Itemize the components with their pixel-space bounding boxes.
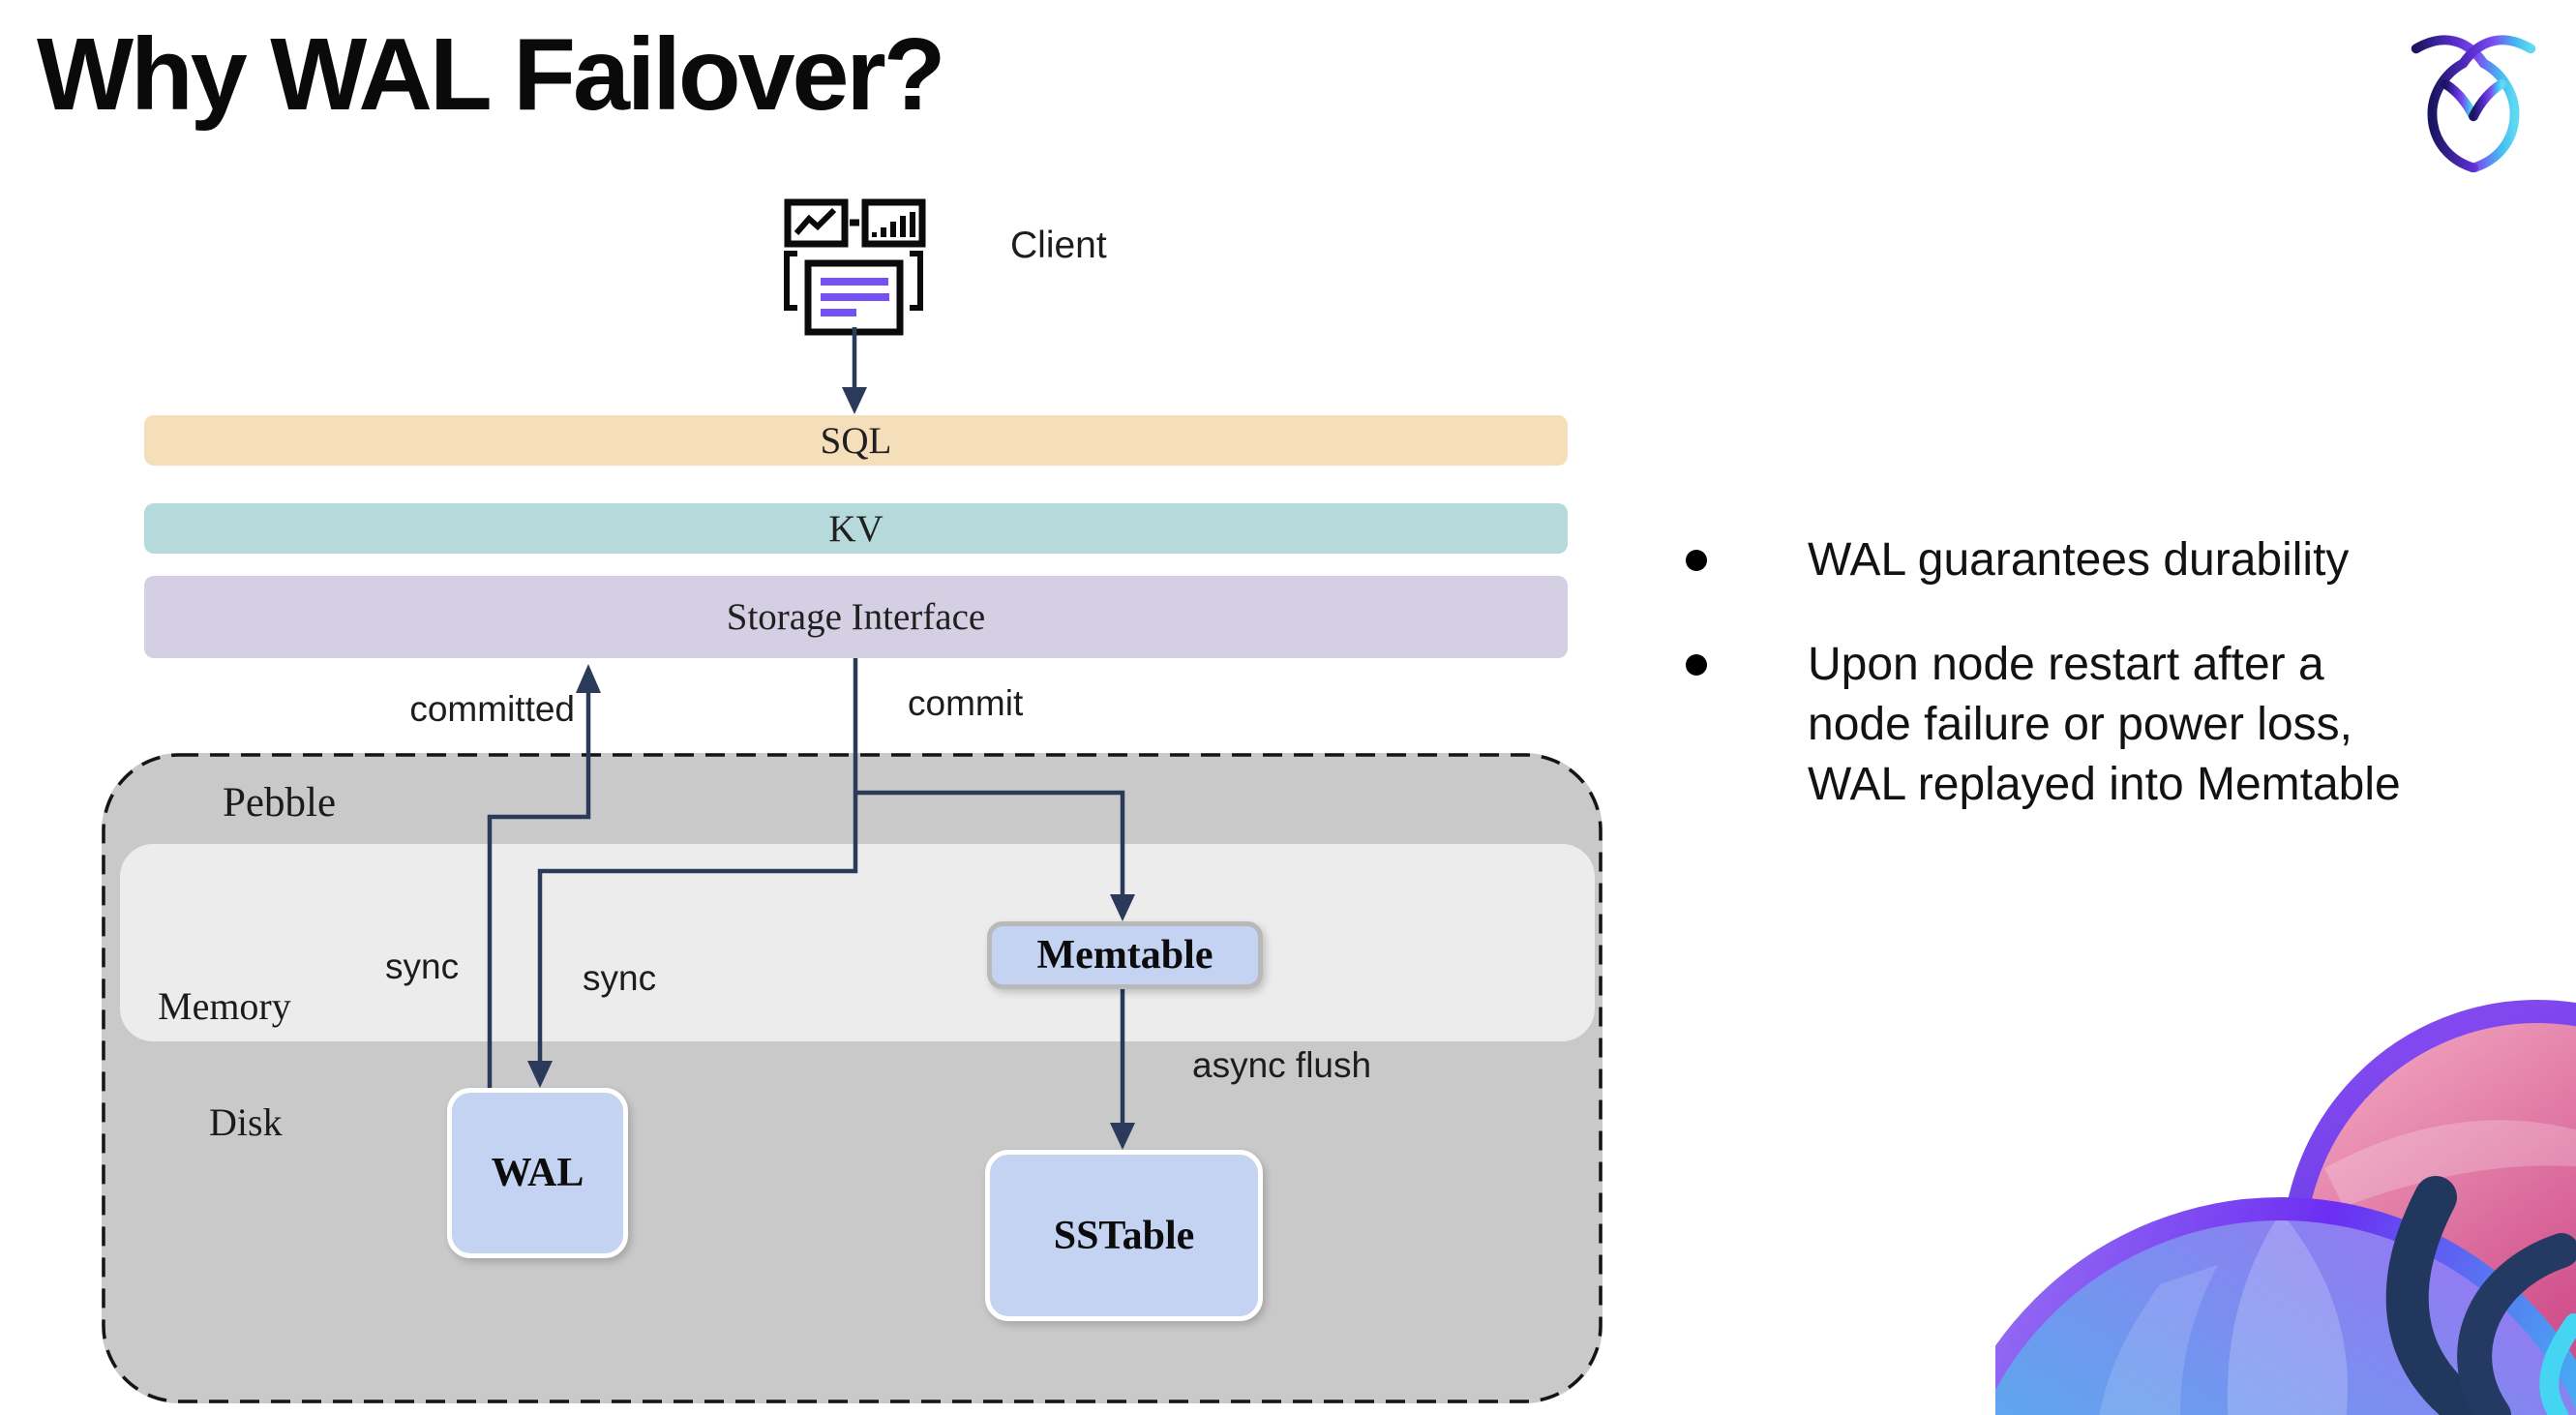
sql-layer-label: SQL (820, 419, 892, 462)
async-flush-edge-label: async flush (1192, 1045, 1372, 1085)
client-bracket-left (784, 251, 797, 311)
pebble-label: Pebble (223, 780, 337, 826)
kv-layer-bar: KV (144, 503, 1568, 554)
bullet-text: WAL guarantees durability (1808, 534, 2350, 586)
storage-interface-label: Storage Interface (726, 596, 986, 638)
decorative-artwork (1995, 1000, 2576, 1415)
sql-layer-bar: SQL (144, 415, 1568, 466)
bullet-line: node failure or power loss, (1808, 699, 2352, 750)
artwork-pink-petal (2324, 1120, 2576, 1207)
bullet-line: WAL replayed into Memtable (1808, 759, 2401, 810)
bullet-line: Upon node restart after a (1808, 639, 2324, 690)
memory-label: Memory (158, 984, 291, 1028)
client-barchart-frame (861, 198, 926, 248)
logo-right-antenna-body (2427, 35, 2536, 172)
memory-band (120, 844, 1595, 1041)
artwork-navy-stroke-1 (2385, 1176, 2496, 1415)
artwork-blue-petal (2227, 1212, 2349, 1415)
arrowhead-wal-committed (576, 664, 601, 693)
memtable-box: Memtable (987, 921, 1263, 989)
wal-box: WAL (447, 1088, 628, 1258)
bullet-list: WAL guarantees durability Upon node rest… (1686, 530, 2479, 859)
artwork-navy-stroke-2 (2457, 1233, 2576, 1415)
committed-edge-label: committed (409, 689, 575, 729)
wal-box-label: WAL (491, 1151, 584, 1195)
commit-edge-label: commit (908, 683, 1024, 723)
arrowhead-client-to-sql (842, 387, 867, 414)
memtable-box-label: Memtable (1036, 933, 1213, 978)
bullet-item-durability: WAL guarantees durability (1686, 530, 2479, 590)
sync-up-edge-label: sync (385, 947, 460, 986)
client-barchart-glyph (872, 212, 915, 237)
client-label: Client (1010, 225, 1107, 266)
kv-layer-label: KV (828, 507, 884, 550)
bullet-text: Upon node restart after a node failure o… (1808, 635, 2401, 815)
artwork-cyan-accent (2539, 1313, 2576, 1415)
logo-left-antenna-body (2411, 35, 2520, 172)
sync-down-edge-label: sync (583, 958, 657, 998)
sstable-box: SSTable (985, 1150, 1263, 1321)
storage-interface-bar: Storage Interface (144, 576, 1568, 658)
bullet-dot (1686, 654, 1707, 676)
cockroachdb-logo-icon (2411, 35, 2536, 172)
client-linechart-glyph (794, 207, 837, 235)
disk-label: Disk (209, 1100, 283, 1144)
page-title: Why WAL Failover? (37, 17, 945, 132)
bullet-item-replay: Upon node restart after a node failure o… (1686, 635, 2479, 815)
artwork-blue-petal-2 (2099, 1265, 2218, 1415)
logo-branch-left (2441, 78, 2478, 122)
client-doc-lines (821, 278, 889, 316)
client-linechart-frame (784, 198, 849, 248)
client-icon (784, 198, 926, 336)
artwork-blue-ring (1995, 1197, 2576, 1410)
bullet-dot (1686, 550, 1707, 571)
logo-branch-right (2469, 78, 2506, 122)
client-bracket-right (910, 251, 923, 311)
pebble-dashed-border (102, 753, 1603, 1403)
sstable-box-label: SSTable (1053, 1213, 1195, 1258)
